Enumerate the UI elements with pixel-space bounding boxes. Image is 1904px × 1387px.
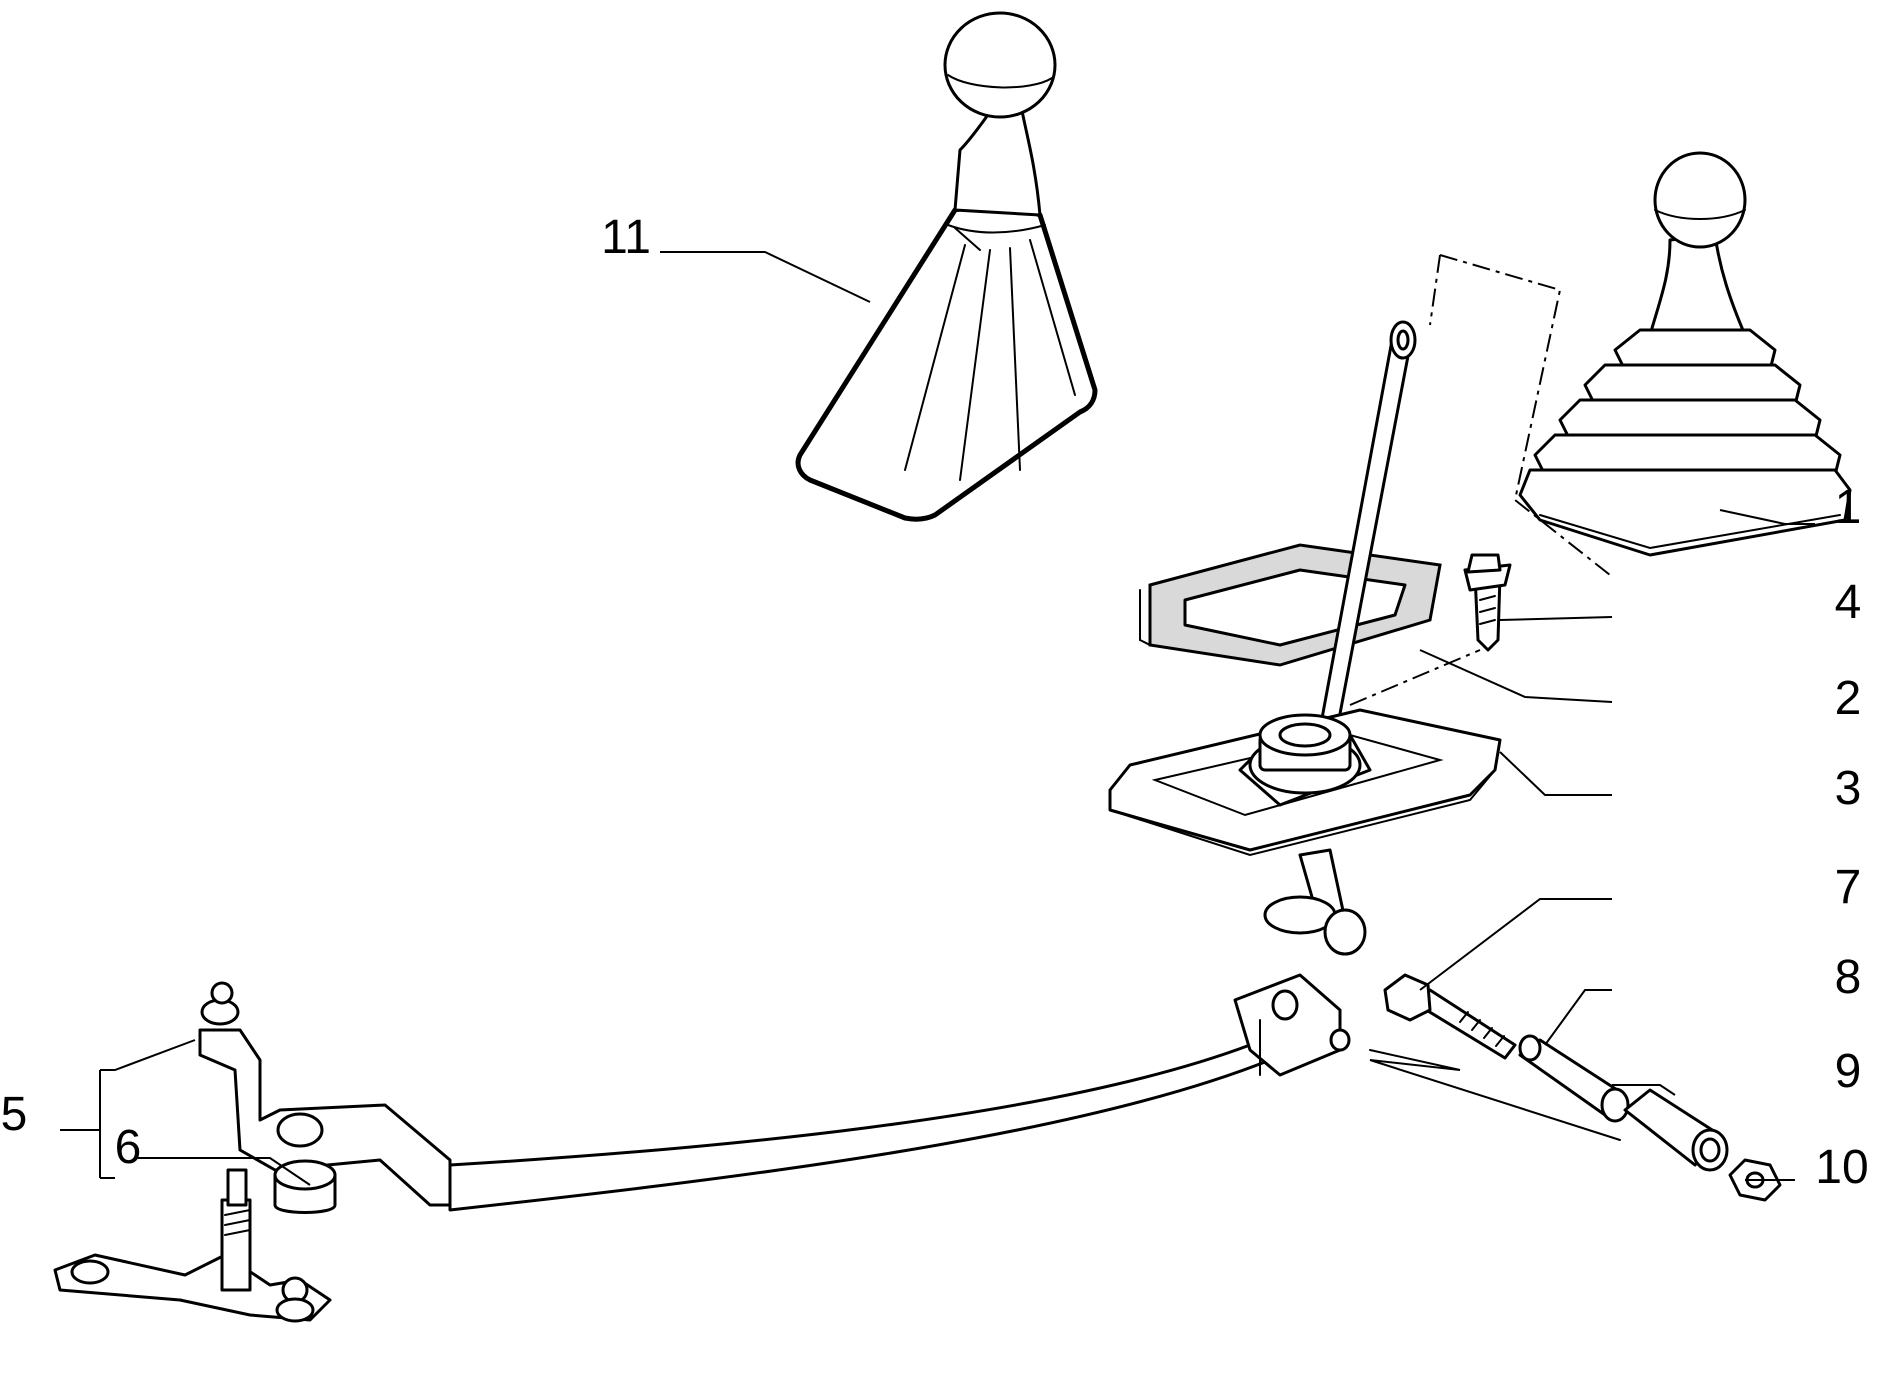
part-3-base-plate (1108, 708, 1502, 956)
part-2-seal-frame (1139, 543, 1442, 667)
callout-7: 7 (1835, 861, 1862, 914)
part-9-bush (1623, 1088, 1729, 1172)
part-5-selector-bracket (198, 981, 452, 1207)
callout-9: 9 (1835, 1045, 1862, 1098)
bolt-axis-line (1369, 1049, 1621, 1141)
part-7-bolt (1383, 973, 1517, 1060)
part-6-bush (273, 1159, 337, 1214)
callout-8: 8 (1835, 951, 1862, 1004)
part-1-knob-with-boot (1518, 151, 1852, 557)
lower-bracket-with-pin (53, 1168, 332, 1323)
callout-11: 11 (601, 211, 651, 264)
callout-3: 3 (1835, 762, 1862, 815)
callout-2: 2 (1835, 672, 1862, 725)
callout-5: 5 (1, 1088, 28, 1141)
callout-10: 10 (1815, 1141, 1868, 1194)
gear-lever (1316, 320, 1417, 746)
callout-6: 6 (115, 1121, 142, 1174)
boot-phantom-outline (1429, 254, 1611, 576)
callout-labels: 1 2 3 4 5 6 7 8 9 10 11 (1, 211, 1869, 1194)
callout-4: 4 (1835, 576, 1862, 629)
callout-1: 1 (1835, 481, 1862, 534)
leader-lines (60, 251, 1815, 1186)
part-11-knob-with-gaiter (795, 11, 1098, 522)
lever-phantom-link (1349, 649, 1481, 706)
selector-rod (448, 973, 1351, 1212)
part-4-bolt (1463, 553, 1512, 652)
part-8-spacer (1518, 1034, 1630, 1123)
